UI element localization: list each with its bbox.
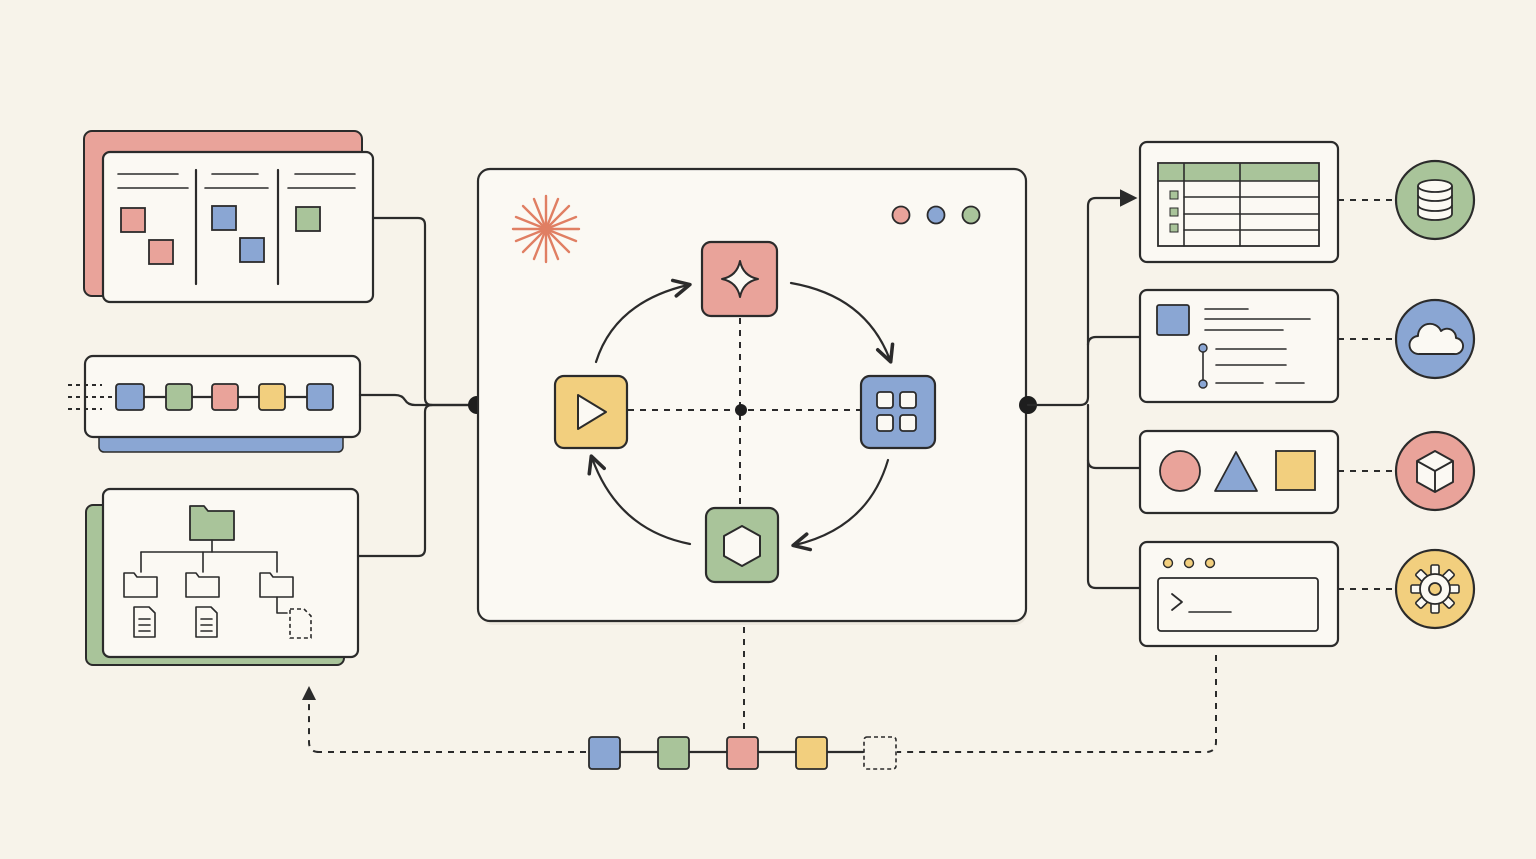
sparkle-burst-icon [511, 194, 581, 264]
hexagon-icon [723, 525, 761, 567]
gear-icon [1410, 564, 1460, 614]
play-icon [577, 394, 607, 430]
node-left[interactable] [553, 374, 629, 450]
feedback-loop [302, 627, 1217, 770]
queue-token [795, 736, 828, 770]
queue-token [588, 736, 621, 770]
queue-token [657, 736, 690, 770]
folder-tree [123, 505, 312, 639]
folder-icon [259, 572, 294, 598]
token-strip-card[interactable] [68, 354, 362, 453]
prompt-icon [1171, 593, 1183, 611]
file-icon [133, 606, 156, 638]
motion-lines [68, 384, 112, 410]
cloud-endpoint[interactable] [1394, 298, 1476, 380]
input-connectors [356, 216, 486, 558]
kanban-board-card[interactable] [83, 130, 375, 304]
token [306, 383, 334, 411]
spreadsheet-card[interactable] [1138, 140, 1340, 264]
endpoint-links [1338, 199, 1394, 590]
terminal-dot [1183, 557, 1195, 569]
document-card[interactable] [1138, 288, 1340, 404]
folder-icon [123, 572, 158, 598]
root-folder-icon [189, 505, 235, 541]
cloud-icon [1408, 322, 1465, 355]
gear-endpoint[interactable] [1394, 548, 1476, 630]
folder-tree-card[interactable] [85, 487, 360, 666]
file-icon [195, 606, 218, 638]
kanban-card [211, 205, 237, 231]
spreadsheet-icon [1157, 162, 1320, 247]
queue-token-empty [863, 736, 897, 770]
four-point-star-icon [721, 260, 759, 298]
node-bottom[interactable] [704, 506, 780, 584]
database-icon [1417, 179, 1453, 221]
center-hub [735, 404, 747, 416]
output-connectors [1019, 189, 1142, 590]
document-thumbnail [1156, 304, 1190, 336]
window-dot-blue[interactable] [926, 205, 946, 225]
square-shape [1275, 450, 1316, 491]
triangle-shape [1214, 451, 1258, 492]
token [258, 383, 286, 411]
feedback-arrowhead [302, 686, 316, 700]
center-window[interactable] [476, 167, 1028, 625]
node-top[interactable] [700, 240, 779, 318]
terminal-dot [1204, 557, 1216, 569]
cycle-arrows [587, 278, 895, 552]
queue-token [726, 736, 759, 770]
cube-endpoint[interactable] [1394, 430, 1476, 512]
node-right[interactable] [859, 374, 937, 450]
window-dot-green[interactable] [961, 205, 981, 225]
kanban-columns [117, 168, 356, 286]
document-lines [1198, 308, 1311, 389]
kanban-card [148, 239, 174, 265]
window-dot-red[interactable] [891, 205, 911, 225]
terminal-card[interactable] [1138, 540, 1340, 648]
database-endpoint[interactable] [1394, 159, 1476, 241]
shapes-card[interactable] [1138, 429, 1340, 515]
kanban-card [295, 206, 321, 232]
terminal-input[interactable] [1157, 577, 1319, 632]
kanban-card [239, 237, 265, 263]
pending-file-icon [289, 608, 312, 639]
folder-icon [185, 572, 220, 598]
token [211, 383, 239, 411]
cube-icon [1416, 450, 1454, 493]
grid-icon [876, 391, 917, 432]
circle-shape [1159, 450, 1201, 492]
terminal-dot [1162, 557, 1174, 569]
token [165, 383, 193, 411]
token [115, 383, 145, 411]
kanban-card [120, 207, 146, 233]
